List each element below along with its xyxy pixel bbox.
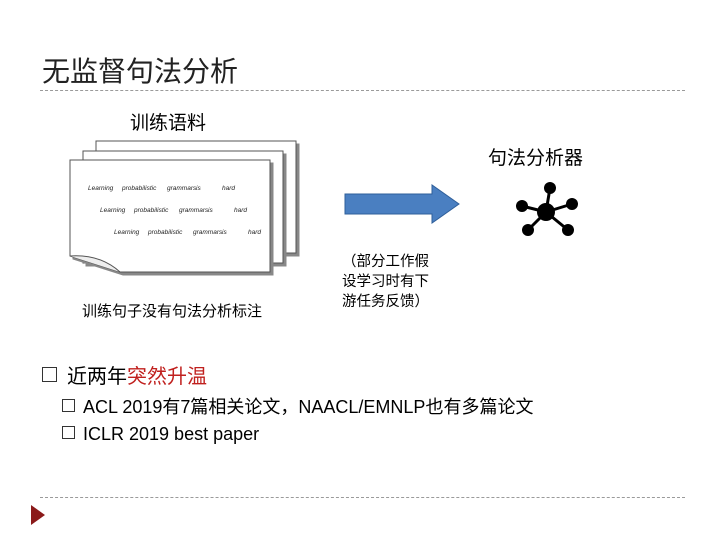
bottom-divider <box>40 497 685 498</box>
document-page-front <box>69 159 271 273</box>
network-icon <box>516 182 578 236</box>
sub-bullet-text: ICLR 2019 best paper <box>83 424 260 444</box>
feedback-line-1: （部分工作假 <box>342 254 429 270</box>
checkbox-icon <box>42 367 57 382</box>
parser-label: 句法分析器 <box>488 147 584 169</box>
feedback-line-2: 设学习时有下 <box>342 274 429 290</box>
doc-line-2: Learning probabilistic grammars is hard <box>100 207 247 214</box>
feedback-line-3: 游任务反馈） <box>342 294 429 310</box>
bullet-prefix: 近两年 <box>67 364 127 388</box>
feedback-note: （部分工作假 设学习时有下 游任务反馈） <box>342 252 429 312</box>
nav-triangle-icon[interactable] <box>30 504 46 526</box>
sub-bullet-iclr: ICLR 2019 best paper <box>62 424 259 445</box>
corpus-label: 训练语料 <box>130 112 207 134</box>
doc-line-1: Learning probabilistic grammars is hard <box>88 185 235 192</box>
checkbox-icon <box>62 399 75 412</box>
sub-bullet-text: ACL 2019有7篇相关论文，NAACL/EMNLP也有多篇论文 <box>83 397 534 417</box>
top-divider <box>40 90 685 91</box>
no-annotation-caption: 训练句子没有句法分析标注 <box>82 302 263 320</box>
slide-title: 无监督句法分析 <box>42 55 239 88</box>
right-arrow-icon <box>344 184 460 224</box>
checkbox-icon <box>62 426 75 439</box>
doc-line-3: Learning probabilistic grammars is hard <box>114 229 261 236</box>
bullet-main: 近两年突然升温 <box>42 360 207 389</box>
sub-bullet-acl: ACL 2019有7篇相关论文，NAACL/EMNLP也有多篇论文 <box>62 393 533 419</box>
bullet-highlight: 突然升温 <box>127 364 207 388</box>
document-stack-icon: Learning probabilistic grammars is hard … <box>69 140 297 273</box>
